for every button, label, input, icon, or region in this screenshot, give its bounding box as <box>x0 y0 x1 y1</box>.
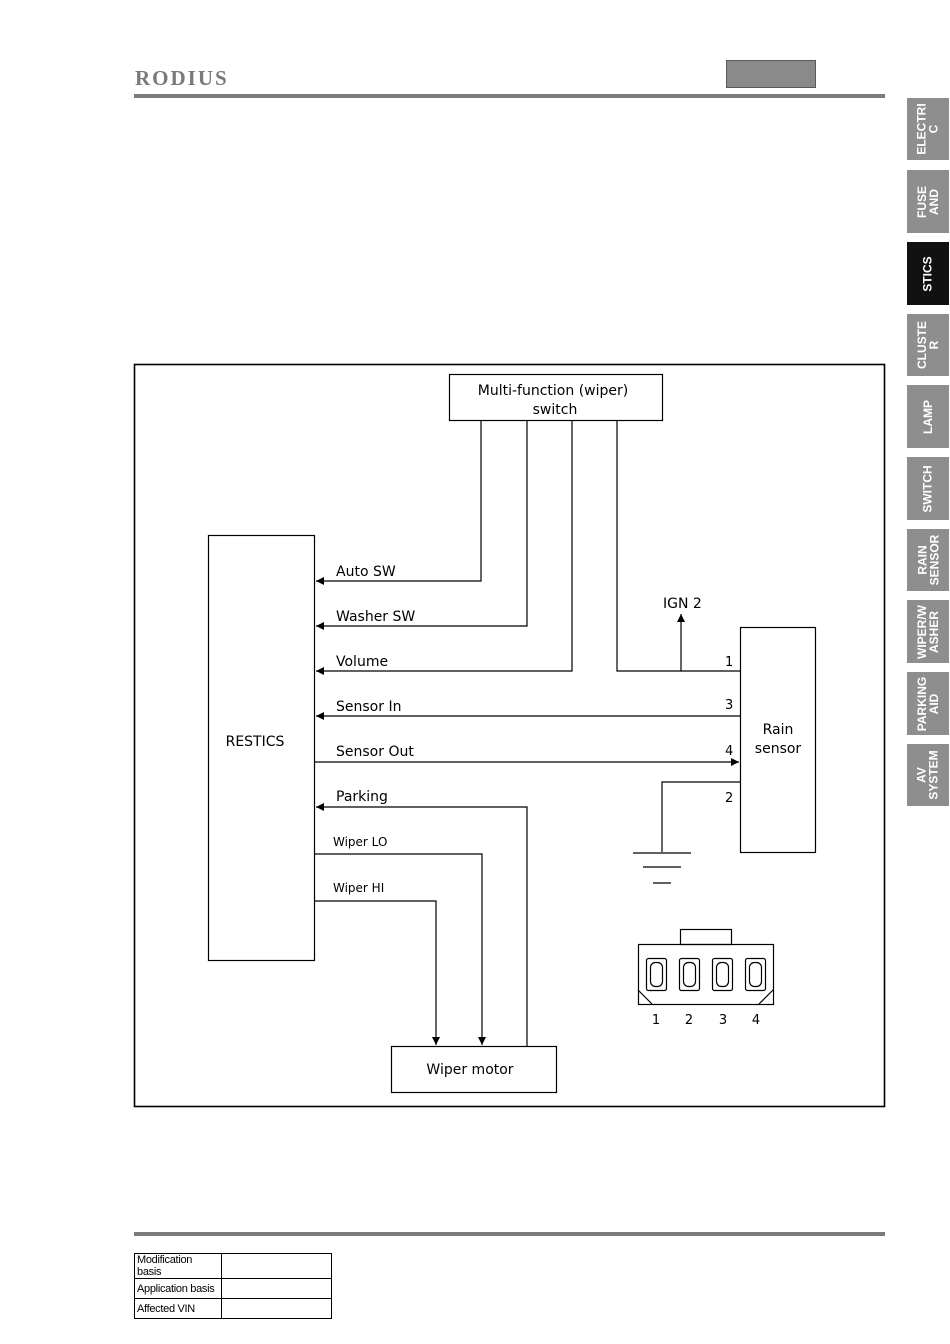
connector-pin-3: 3 <box>719 1013 727 1028</box>
tab-cluster[interactable]: CLUSTE R <box>907 314 949 376</box>
tab-electric-label: ELECTRI C <box>915 103 941 155</box>
label-volume: Volume <box>336 654 388 670</box>
table-row: Modification basis <box>134 1253 332 1279</box>
sensor-pin-4: 4 <box>725 744 733 759</box>
sensor-pin-1: 1 <box>725 655 733 670</box>
sensor-pin-3: 3 <box>725 698 733 713</box>
restics-box: RESTICS <box>207 534 316 962</box>
affected-vin-value <box>221 1298 332 1319</box>
connector-pin-2: 2 <box>685 1013 693 1028</box>
revision-info-table: Modification basis Application basis Aff… <box>134 1253 332 1319</box>
application-basis-value <box>221 1278 332 1299</box>
label-washer-sw: Washer SW <box>336 609 415 625</box>
tab-wiper-washer[interactable]: WIPER/W ASHER <box>907 600 949 663</box>
tab-av-system[interactable]: AV SYSTEM <box>907 744 949 806</box>
tab-parking-aid[interactable]: PARKING AID <box>907 672 949 735</box>
label-wiper-hi: Wiper HI <box>333 881 384 895</box>
tab-cluster-label: CLUSTE R <box>915 321 941 369</box>
sensor-pin-2: 2 <box>725 791 733 806</box>
wire-washer-sw <box>316 420 528 630</box>
ground-symbol <box>633 852 691 884</box>
tab-stics-label: STICS <box>921 255 935 292</box>
connector-cavity-2 <box>678 957 701 992</box>
multifunction-switch-box: Multi-function (wiper) switch <box>448 373 664 422</box>
tab-switch-label: SWITCH <box>921 464 936 513</box>
connector-cavity-1 <box>645 957 668 992</box>
label-wiper-lo: Wiper LO <box>333 835 387 849</box>
tab-parking-aid-label: PARKING AID <box>915 676 942 731</box>
restics-label: RESTICS <box>226 734 285 750</box>
header-box <box>726 60 816 88</box>
rain-sensor-label-1: Rain <box>763 722 794 738</box>
rain-sensor-connector <box>637 928 775 1006</box>
header-rule <box>134 94 885 98</box>
diagram-frame <box>133 363 886 1108</box>
wire-ground <box>661 781 740 852</box>
multifunction-switch-label-2: switch <box>533 402 578 418</box>
tab-lamp-label: LAMP <box>921 399 935 434</box>
label-parking: Parking <box>336 789 388 805</box>
connector-pin-1: 1 <box>652 1013 660 1028</box>
affected-vin-label: Affected VIN <box>134 1298 222 1319</box>
label-sensor-in: Sensor In <box>336 699 401 715</box>
wire-switch-to-sensor-pin1 <box>616 420 740 672</box>
tab-switch[interactable]: SWITCH <box>907 457 949 520</box>
tab-rain-sensor-label: RAIN SENSOR <box>915 534 941 586</box>
wire-wiper-hi <box>315 900 440 1045</box>
wire-parking <box>316 803 528 1046</box>
tab-electric[interactable]: ELECTRI C <box>907 98 949 160</box>
connector-pin-4: 4 <box>752 1013 760 1028</box>
rain-sensor-label-2: sensor <box>755 741 802 757</box>
tab-fuse-label: FUSE AND <box>914 185 941 218</box>
wire-wiper-lo <box>315 853 486 1045</box>
tab-lamp[interactable]: LAMP <box>907 385 949 448</box>
section-tabs: ELECTRI C FUSE AND STICS CLUSTE R LAMP S… <box>907 0 950 1344</box>
connector-cavity-4 <box>744 957 767 992</box>
tab-rain-sensor[interactable]: RAIN SENSOR <box>907 529 949 591</box>
tab-fuse[interactable]: FUSE AND <box>907 170 949 233</box>
label-sensor-out: Sensor Out <box>336 744 414 760</box>
table-row: Affected VIN <box>134 1298 332 1319</box>
table-row: Application basis <box>134 1278 332 1299</box>
application-basis-label: Application basis <box>134 1278 222 1299</box>
wiper-motor-box: Wiper motor <box>390 1045 558 1094</box>
wire-auto-sw <box>316 420 482 585</box>
brand-logo: RODIUS <box>135 66 229 90</box>
connector-cavity-3 <box>711 957 734 992</box>
footer-rule <box>134 1232 885 1236</box>
label-ign2: IGN 2 <box>663 596 702 612</box>
modification-basis-value <box>221 1253 332 1279</box>
wire-volume <box>316 420 573 675</box>
modification-basis-label: Modification basis <box>134 1253 222 1279</box>
rain-sensor-box: Rain sensor <box>739 626 817 854</box>
label-auto-sw: Auto SW <box>336 564 396 580</box>
tab-wiper-washer-label: WIPER/W ASHER <box>915 604 941 659</box>
tab-stics[interactable]: STICS <box>907 242 949 305</box>
multifunction-switch-label-1: Multi-function (wiper) <box>478 383 628 399</box>
wiper-motor-label: Wiper motor <box>426 1062 513 1078</box>
tab-av-system-label: AV SYSTEM <box>915 750 941 800</box>
